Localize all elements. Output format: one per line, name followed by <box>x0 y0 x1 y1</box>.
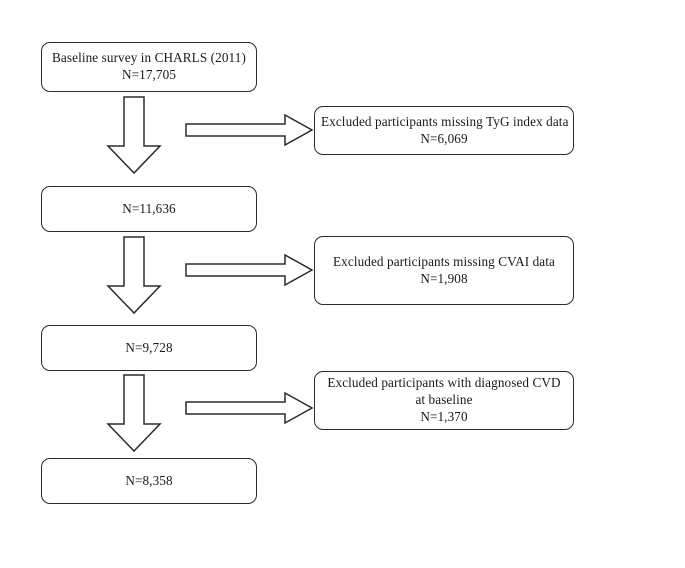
right-block-arrow-3 <box>185 391 314 425</box>
down-block-arrow-1 <box>104 96 164 175</box>
flow-node-after-tyg-text: N=11,636 <box>48 201 250 218</box>
right-arrow-shape <box>185 253 314 287</box>
down-block-arrow-2 <box>104 236 164 315</box>
exclusion-node-cvd: Excluded participants with diagnosed CVD… <box>314 371 574 430</box>
flow-node-after-cvai: N=9,728 <box>41 325 257 371</box>
exclusion-node-cvai-text: Excluded participants missing CVAI data … <box>321 254 567 288</box>
exclusion-node-cvd-line-2: N=1,370 <box>420 408 468 424</box>
exclusion-node-cvai: Excluded participants missing CVAI data … <box>314 236 574 305</box>
flow-node-after-cvai-line-1: N=9,728 <box>125 339 173 355</box>
flow-node-baseline-text: Baseline survey in CHARLS (2011) N=17,70… <box>48 50 250 84</box>
right-arrow-shape <box>185 391 314 425</box>
down-arrow-shape <box>106 96 162 175</box>
down-arrow-shape <box>106 374 162 453</box>
flow-node-baseline-line-1: Baseline survey in CHARLS (2011) <box>52 50 246 66</box>
flow-node-baseline-line-2: N=17,705 <box>121 67 177 82</box>
down-block-arrow-3 <box>104 374 164 453</box>
down-arrow-shape <box>106 236 162 315</box>
right-block-arrow-1 <box>185 113 314 147</box>
exclusion-node-cvai-line-1: Excluded participants missing CVAI data <box>333 253 555 269</box>
flow-node-final: N=8,358 <box>41 458 257 504</box>
exclusion-node-cvd-line-1: Excluded participants with diagnosed CVD… <box>327 375 561 408</box>
flow-node-final-line-1: N=8,358 <box>125 472 173 488</box>
flow-node-after-cvai-text: N=9,728 <box>48 340 250 357</box>
exclusion-node-cvd-text: Excluded participants with diagnosed CVD… <box>321 375 567 426</box>
flow-node-baseline: Baseline survey in CHARLS (2011) N=17,70… <box>41 42 257 92</box>
flow-node-after-tyg-line-1: N=11,636 <box>122 200 176 216</box>
exclusion-node-tyg-line-2: N=6,069 <box>420 130 468 146</box>
exclusion-node-tyg-text: Excluded participants missing TyG index … <box>321 113 569 148</box>
exclusion-node-tyg: Excluded participants missing TyG index … <box>314 106 574 155</box>
exclusion-node-tyg-line-1: Excluded participants missing TyG index … <box>321 113 569 129</box>
right-arrow-shape <box>185 113 314 147</box>
right-block-arrow-2 <box>185 253 314 287</box>
flow-node-after-tyg: N=11,636 <box>41 186 257 232</box>
flow-node-final-text: N=8,358 <box>48 473 250 490</box>
exclusion-node-cvai-line-2: N=1,908 <box>420 270 468 286</box>
